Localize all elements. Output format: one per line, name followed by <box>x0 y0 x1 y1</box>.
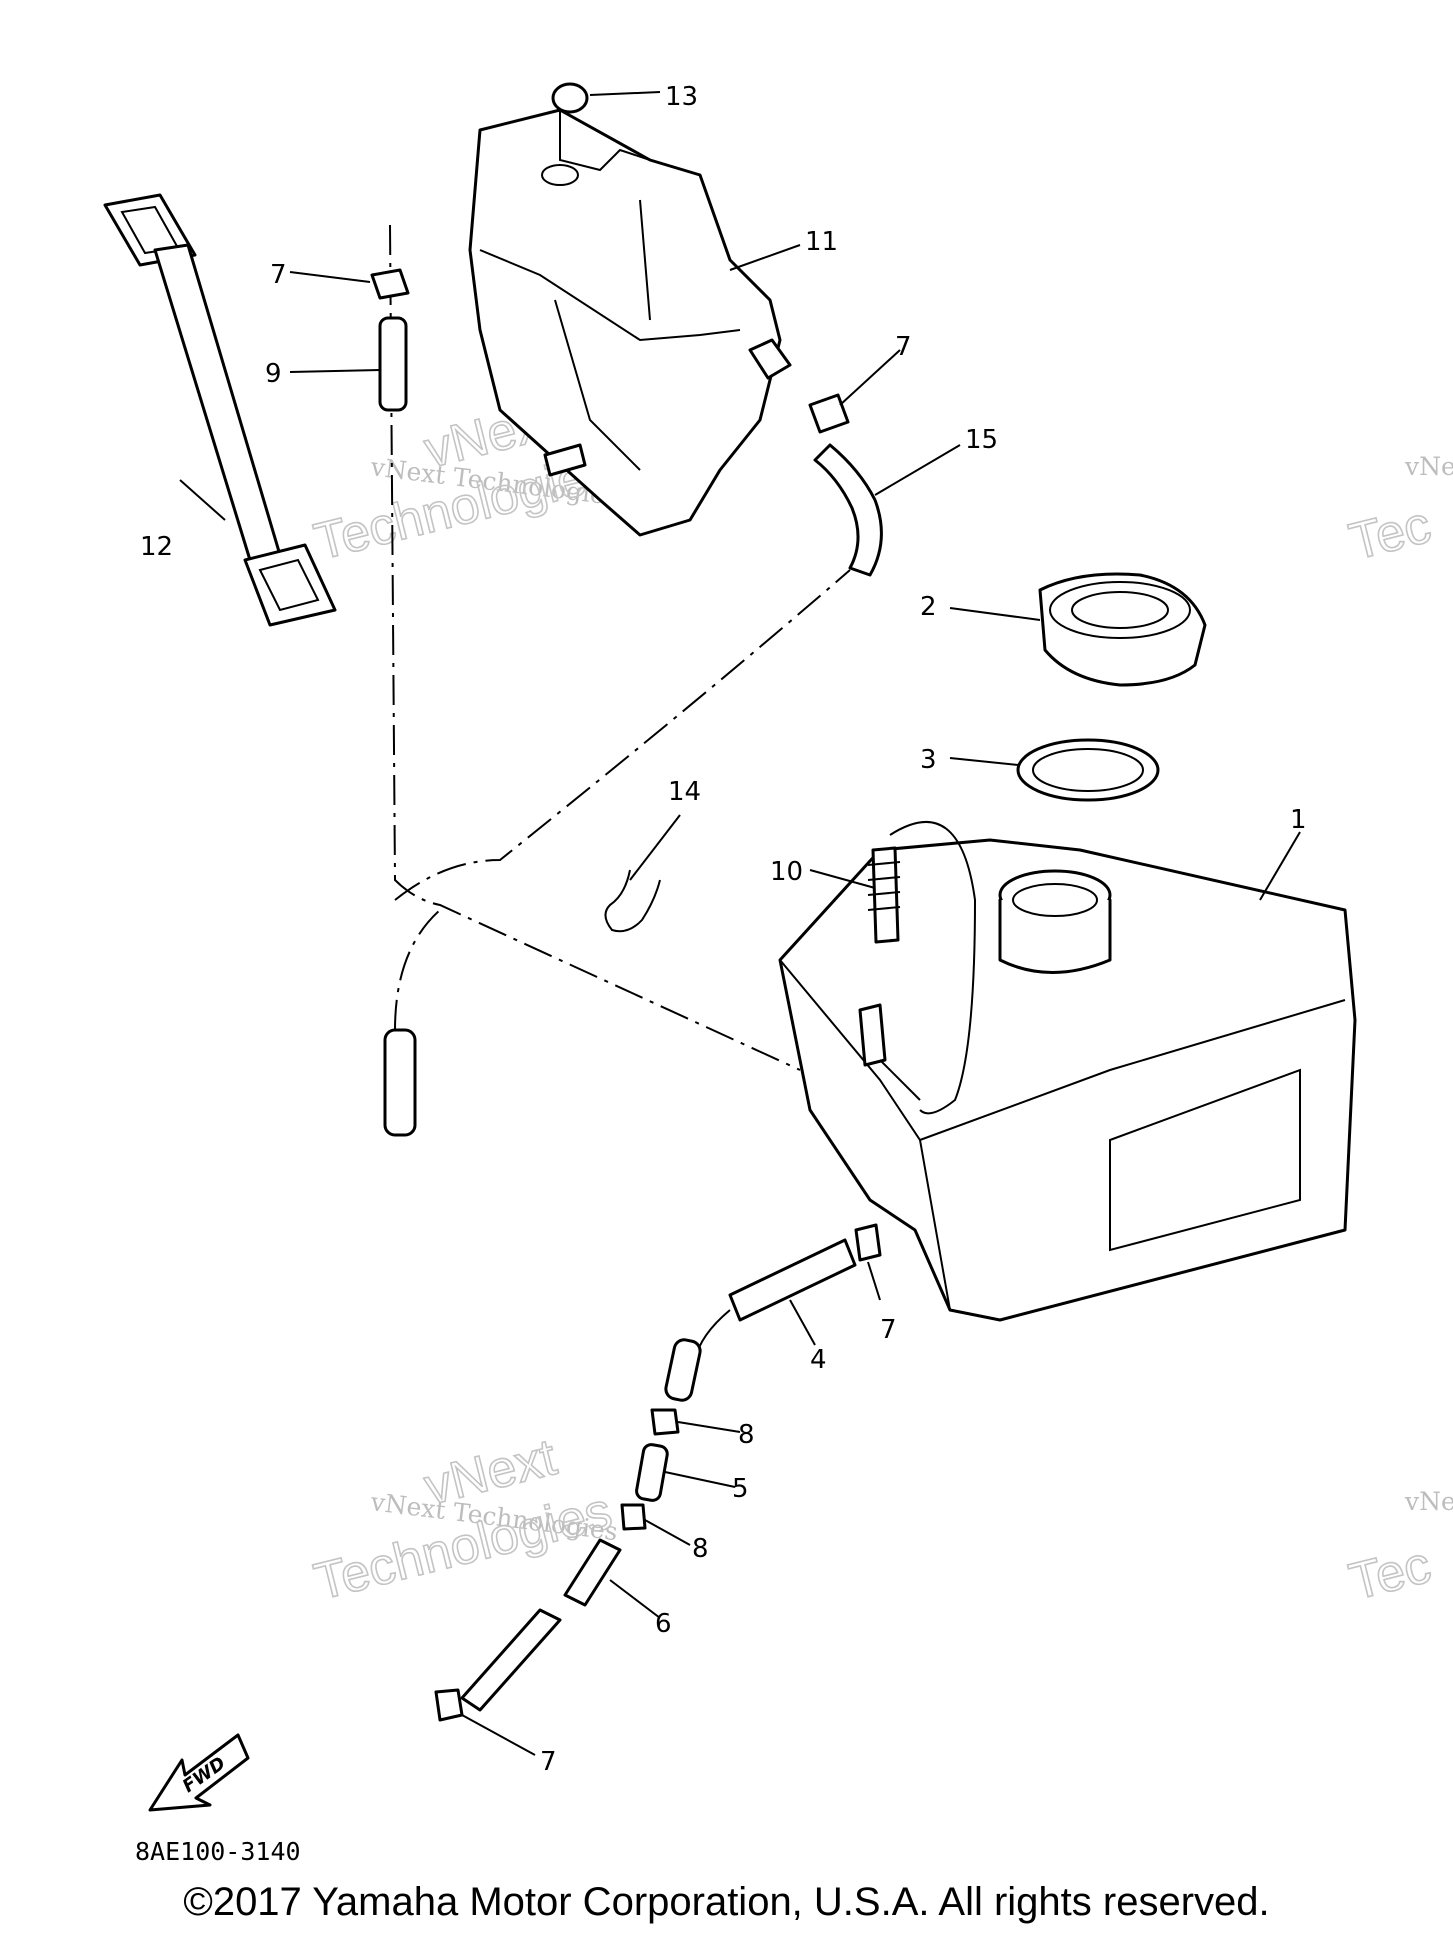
fuel-cap-part <box>1038 572 1207 687</box>
callout-2: 2 <box>920 592 937 622</box>
callout-7: 7 <box>270 260 287 290</box>
diagram-code: 8AE100-3140 <box>135 1837 301 1866</box>
clamp-part <box>370 268 882 1722</box>
strap-part <box>103 193 337 627</box>
callout-6: 6 <box>655 1609 672 1639</box>
watermark-edge-text: vNe <box>1404 452 1453 481</box>
callout-8: 8 <box>692 1534 709 1564</box>
tank-cap-part <box>551 82 589 114</box>
callout-11: 11 <box>805 227 838 257</box>
curved-hose-part <box>813 443 883 577</box>
fuel-hose-end-part <box>664 1338 702 1402</box>
watermark-edge-outline: Tec <box>1344 496 1437 572</box>
lower-hose-part <box>460 1608 562 1712</box>
gasket-part <box>1016 738 1160 802</box>
fuel-tank-part <box>778 820 1357 1322</box>
hose-clip-part <box>604 869 661 933</box>
callout-5: 5 <box>732 1474 749 1504</box>
callout-7: 7 <box>895 332 912 362</box>
callout-9: 9 <box>265 359 282 389</box>
callout-7: 7 <box>540 1747 557 1777</box>
callout-1: 1 <box>1290 805 1307 835</box>
reservoir-tank-part <box>468 108 792 537</box>
callout-15: 15 <box>965 425 998 455</box>
callout-12: 12 <box>140 532 173 562</box>
forward-arrow-icon: FWD <box>148 1733 250 1812</box>
callout-4: 4 <box>810 1345 827 1375</box>
routing-lines <box>389 224 851 1071</box>
callout-10: 10 <box>770 857 803 887</box>
callout-7: 7 <box>880 1315 897 1345</box>
copyright-text: ©2017 Yamaha Motor Corporation, U.S.A. A… <box>183 1880 1270 1924</box>
callout-3: 3 <box>920 745 937 775</box>
small-clamp-part <box>620 1408 680 1531</box>
leader-lines <box>179 91 1301 1756</box>
fuel-hose-part <box>728 1238 857 1322</box>
watermark-edge-outline: Tec <box>1344 1536 1437 1612</box>
watermark-edge-text: vNe <box>1404 1487 1453 1516</box>
callout-14: 14 <box>668 777 701 807</box>
callouts: 1 2 3 4 5 6 7 7 7 7 8 8 9 10 11 12 13 14… <box>140 82 1307 1777</box>
short-hose-part <box>378 316 408 412</box>
fitting-part <box>867 846 901 944</box>
connector-part <box>635 1443 669 1502</box>
callout-8: 8 <box>738 1420 755 1450</box>
callout-13: 13 <box>665 82 698 112</box>
loose-hose-part <box>383 1028 417 1137</box>
lower-hose-part <box>563 1538 622 1607</box>
